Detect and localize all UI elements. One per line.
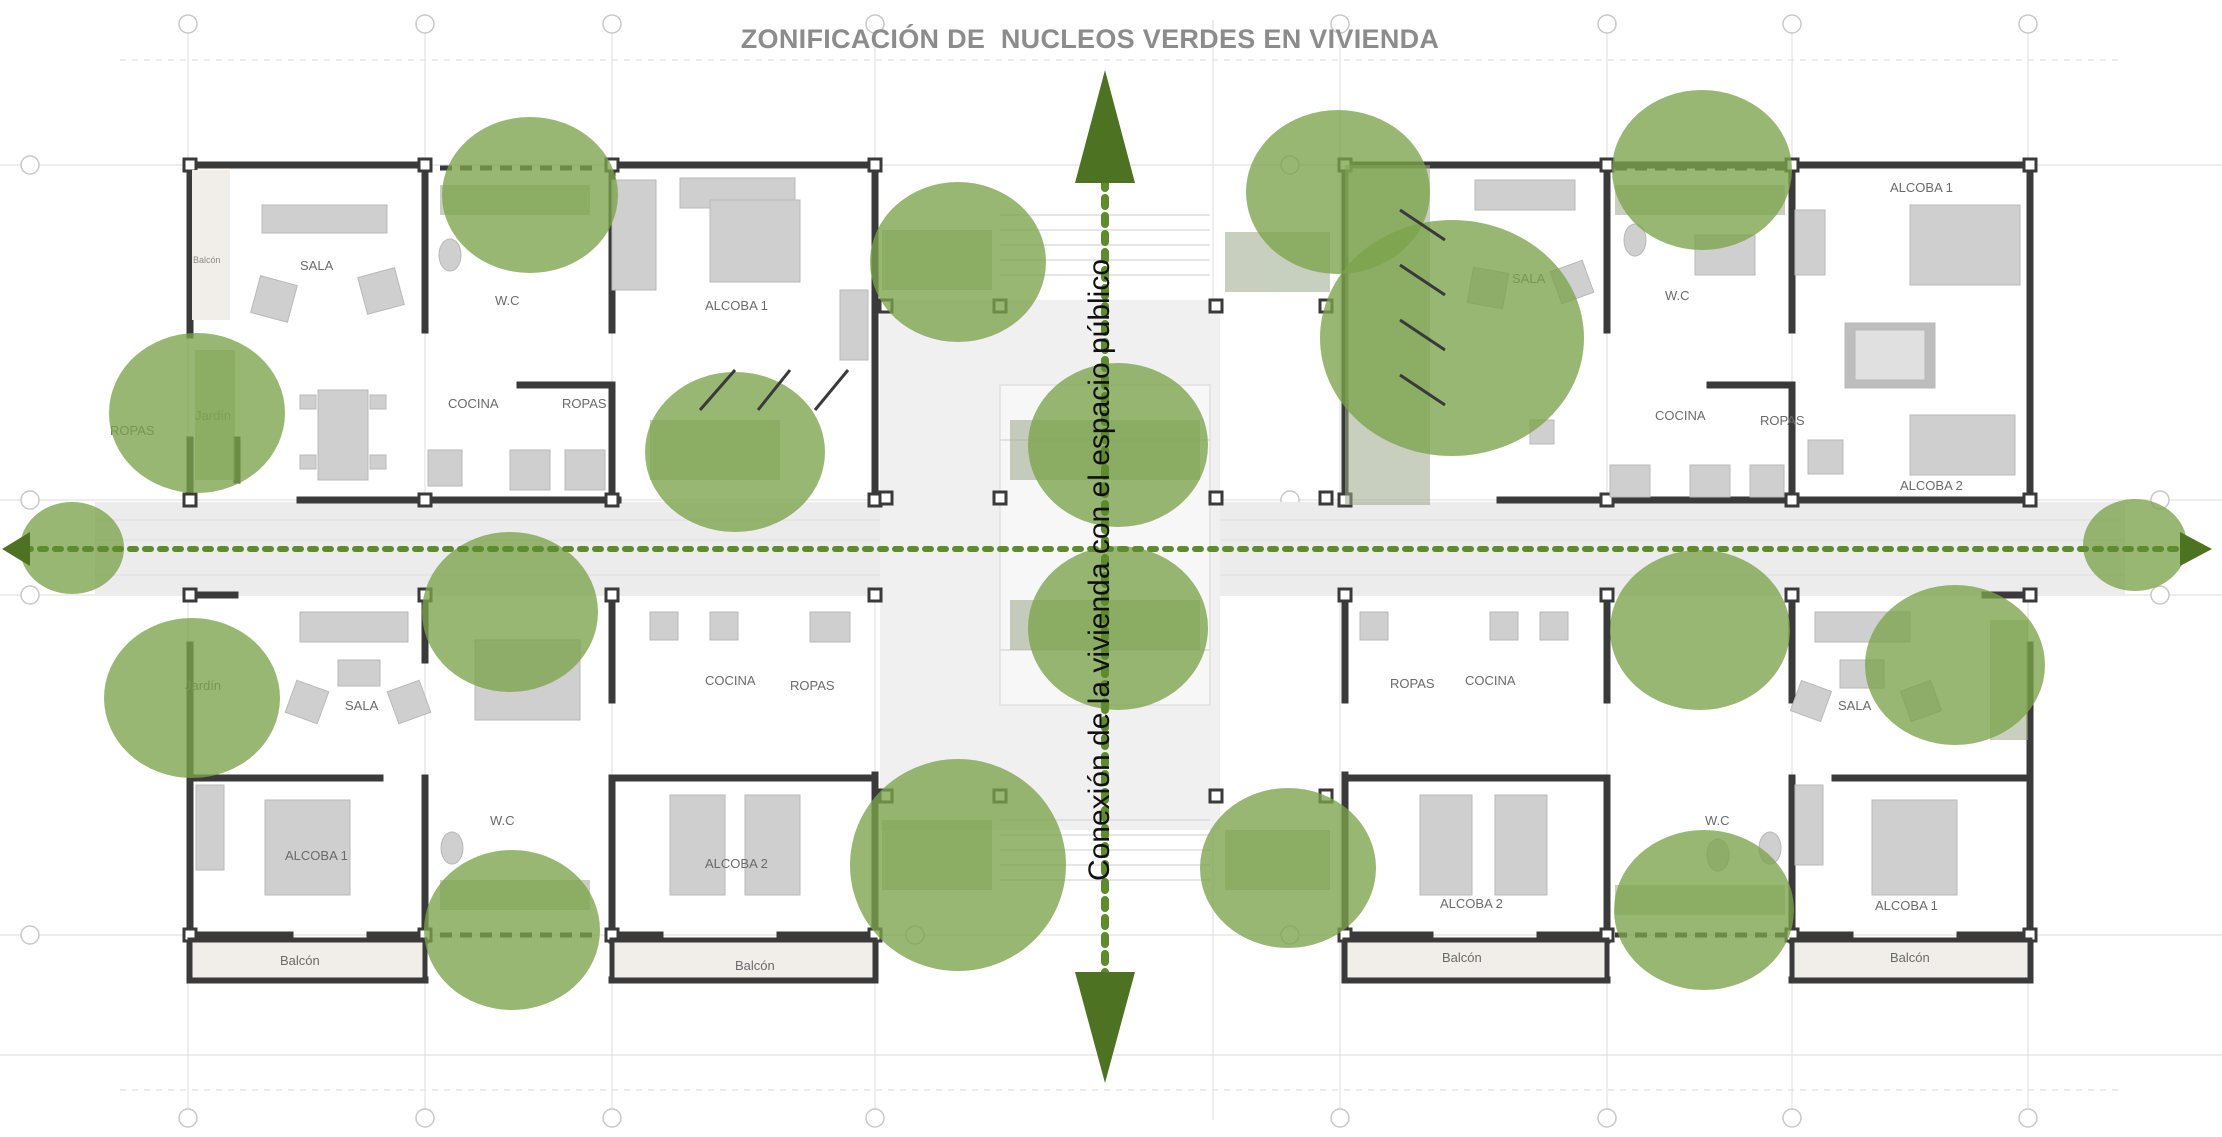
green-zone [442,117,618,273]
label-alcoba2-br: ALCOBA 2 [1440,896,1503,911]
label-sala-br: SALA [1838,698,1872,713]
green-zone [104,618,280,778]
green-zone [1614,830,1794,990]
label-ropas-tr: ROPAS [1760,413,1805,428]
label-alcoba2-bl: ALCOBA 2 [705,856,768,871]
label-ropas-bl: ROPAS [790,678,835,693]
label-cocina-tr: COCINA [1655,408,1706,423]
label-alcoba1-tl: ALCOBA 1 [705,298,768,313]
label-wc-bl: W.C [490,813,515,828]
green-zone [1865,585,2045,745]
green-zone [1028,363,1208,527]
green-zone [1246,110,1430,274]
arrow-right-icon [2180,532,2212,566]
label-alcoba2-tr: ALCOBA 2 [1900,478,1963,493]
furniture [195,177,2021,896]
label-alcoba1-bl: ALCOBA 1 [285,848,348,863]
green-zone [1320,220,1584,456]
green-zone [109,333,285,493]
arrow-up-icon [1075,70,1135,183]
label-sala-bl: SALA [345,698,379,713]
label-cocina-tl: COCINA [448,396,499,411]
label-balcon-br2: Balcón [1890,950,1930,965]
green-zone [1610,550,1790,710]
green-zone [422,532,598,692]
side-balcony [192,170,230,320]
green-zone [645,372,825,532]
room-labels: SALA ALCOBA 1 COCINA ROPAS W.C ROPAS Jar… [110,180,1963,973]
page-title: ZONIFICACIÓN DE NUCLEOS VERDES EN VIVIEN… [740,24,1440,54]
label-wc-tr: W.C [1665,288,1690,303]
green-zone [870,182,1046,342]
label-cocina-bl: COCINA [705,673,756,688]
label-balcon-bl1: Balcón [280,953,320,968]
green-zone [1200,788,1376,948]
label-cocina-br: COCINA [1465,673,1516,688]
arrow-left-icon [2,532,30,566]
green-zone [850,759,1066,971]
label-ropas-br: ROPAS [1390,676,1435,691]
green-zone [1028,546,1208,710]
label-balcon-bl2: Balcón [735,958,775,973]
label-wc-br: W.C [1705,813,1730,828]
label-balcon-side: Balcón [193,255,221,265]
balconies [187,937,2033,983]
vertical-axis-label: Conexión de la vivienda con el espacio p… [1083,258,1116,882]
green-zone [1612,90,1792,250]
green-zone [2083,499,2187,591]
label-sala-tl: SALA [300,258,334,273]
label-wc-tl: W.C [495,293,520,308]
label-alcoba1-tr: ALCOBA 1 [1890,180,1953,195]
arrow-down-icon [1075,972,1135,1083]
label-alcoba1-br: ALCOBA 1 [1875,898,1938,913]
label-balcon-br1: Balcón [1442,950,1482,965]
green-zone [424,850,600,1010]
label-ropas-tl: ROPAS [562,396,607,411]
pergola-slats [698,208,1446,411]
